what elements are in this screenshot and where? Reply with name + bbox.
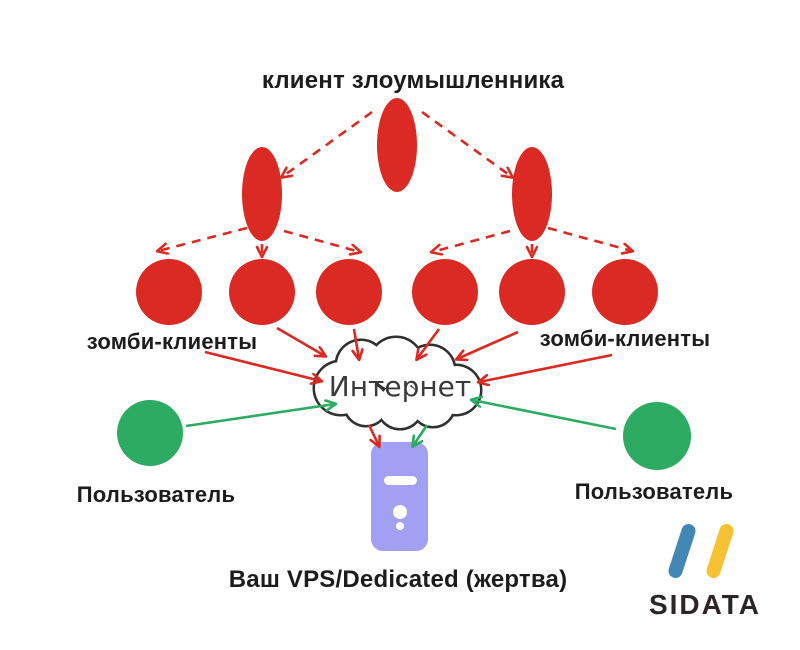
attacker-client-node xyxy=(377,98,417,192)
zombie-client-3 xyxy=(316,259,382,325)
zombie-client-1 xyxy=(136,259,202,325)
user-label-right: Пользователь xyxy=(574,479,734,504)
zombie-clients-label-left: зомби-клиенты xyxy=(86,329,258,354)
user-traffic-arrows xyxy=(185,400,617,446)
server-body xyxy=(371,442,428,551)
attack-arrow-zombie6 xyxy=(479,353,613,382)
attack-arrow-to-server xyxy=(367,424,379,446)
zombie-client-4 xyxy=(412,259,478,325)
user-arrow-left xyxy=(185,404,335,428)
server-button-large xyxy=(393,505,407,519)
dashed-arrow-to-zombie-4 xyxy=(432,229,511,252)
zombie-client-6 xyxy=(592,259,658,325)
logo-wordmark: SIDATA xyxy=(648,589,762,620)
attack-arrow-zombie5 xyxy=(457,330,519,359)
user-node-right xyxy=(623,402,691,470)
victim-server xyxy=(371,442,428,551)
zombie-client-2 xyxy=(229,259,295,325)
user-arrow-to-server xyxy=(413,424,429,446)
user-node-left xyxy=(117,400,183,466)
attack-traffic-arrows xyxy=(204,326,613,446)
victim-server-label: Ваш VPS/Dedicated (жертва) xyxy=(228,566,568,593)
server-button-small xyxy=(396,522,404,530)
attack-arrow-zombie3 xyxy=(354,328,359,359)
attack-arrow-zombie1 xyxy=(204,350,321,381)
user-label-left: Пользователь xyxy=(76,482,236,507)
zombie-client-5 xyxy=(499,259,565,325)
user-arrow-right xyxy=(472,400,617,431)
dashed-arrow-to-right-node xyxy=(421,110,512,177)
dashed-arrow-to-left-node xyxy=(282,110,373,177)
dashed-arrow-to-zombie-1 xyxy=(158,226,248,251)
relay-node-right xyxy=(512,147,552,241)
attack-arrow-zombie2 xyxy=(276,326,325,356)
dashed-arrow-to-zombie-6 xyxy=(547,226,632,251)
internet-cloud xyxy=(312,335,483,431)
user-nodes xyxy=(117,400,691,470)
attack-arrow-zombie4 xyxy=(417,328,441,359)
attacker-nodes xyxy=(136,98,658,325)
relay-node-left xyxy=(242,147,282,241)
attacker-client-label: клиент злоумышленника xyxy=(261,67,565,94)
botnet-command-arrows xyxy=(158,110,632,256)
internet-label: Интернет xyxy=(328,370,472,403)
dashed-arrow-to-zombie-3 xyxy=(283,229,360,252)
zombie-clients-label-right: зомби-клиенты xyxy=(539,326,711,351)
server-slot xyxy=(384,476,417,485)
